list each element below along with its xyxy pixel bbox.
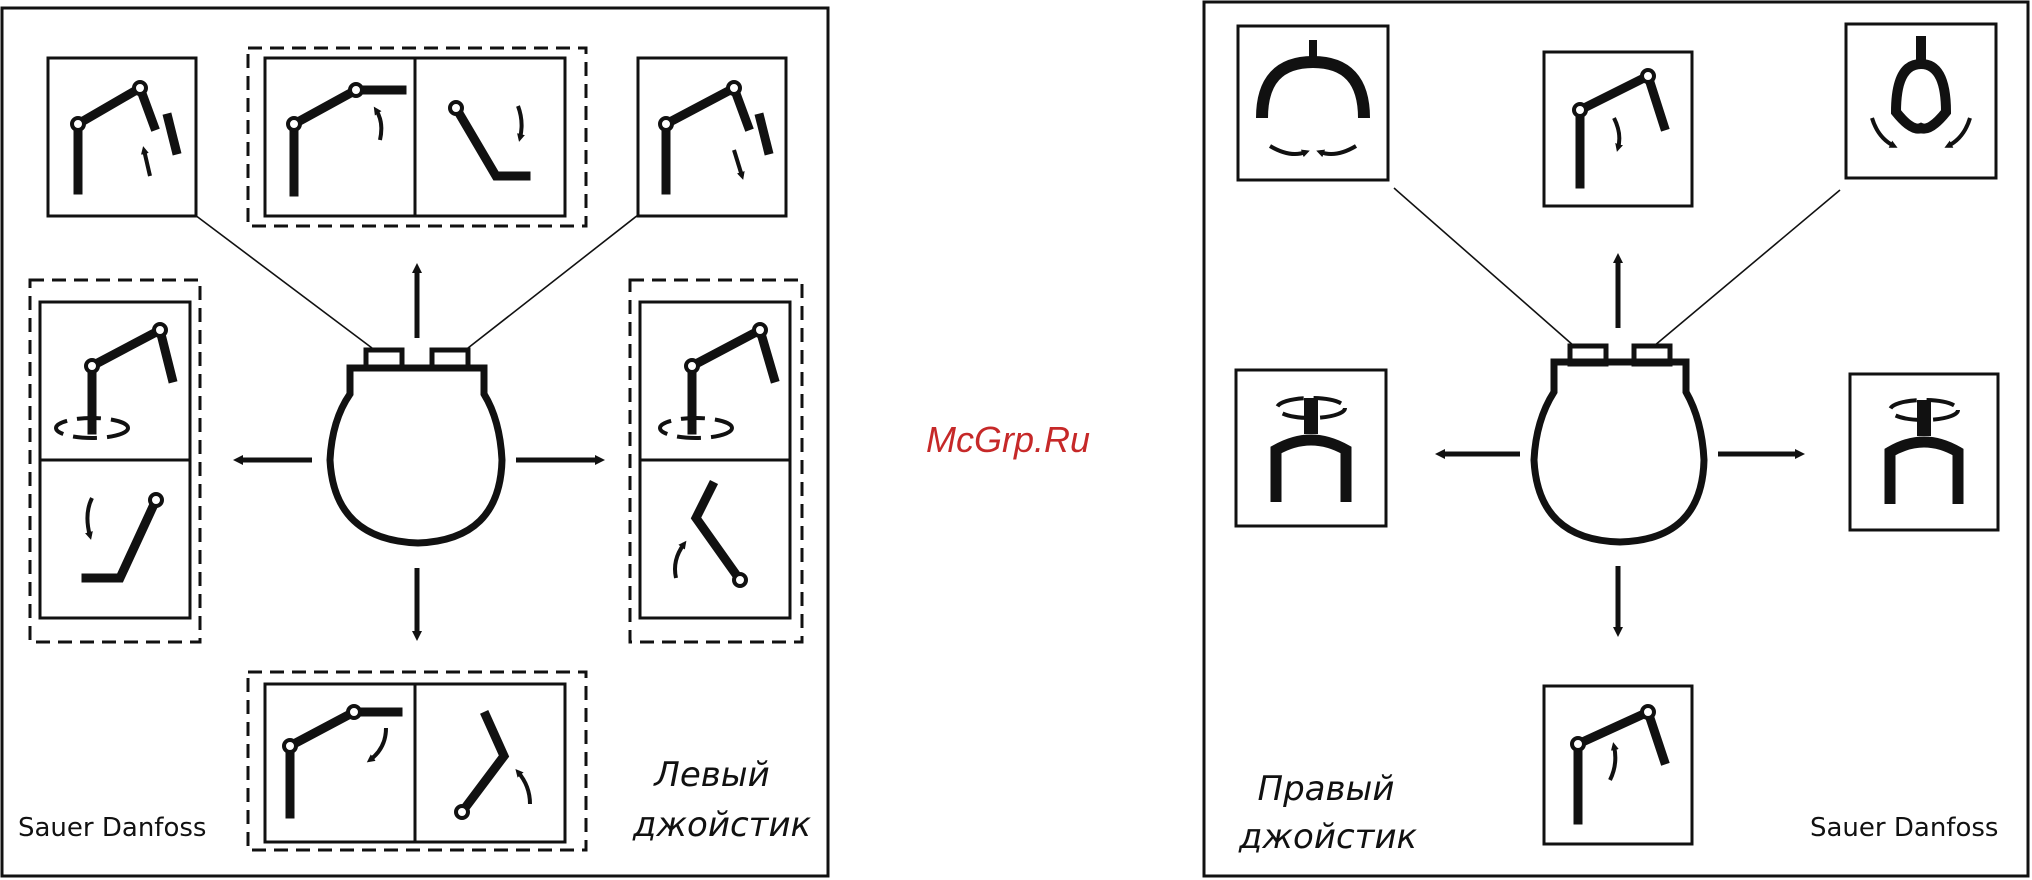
rotator-left-icon	[1236, 370, 1386, 526]
tip-in-icon	[1544, 52, 1692, 206]
rotator-right-icon	[1850, 374, 1998, 530]
boom-arm-top-group	[248, 48, 586, 226]
right-brand-label: Sauer Danfoss	[1810, 813, 1998, 843]
right-title-line1: Правый	[1258, 769, 1395, 809]
watermark-text: McGrp.Ru	[926, 419, 1090, 460]
grapple-open-icon	[1238, 26, 1388, 180]
arm-raise-icon	[462, 716, 504, 812]
left-title-line1: Левый	[652, 755, 769, 795]
right-direction-arrows	[1440, 258, 1800, 632]
arm-extend-icon	[696, 486, 740, 580]
right-joystick-icon	[1534, 346, 1704, 542]
connector-line	[195, 215, 372, 348]
left-title-line2: джойстик	[632, 805, 812, 845]
slew-left-group	[30, 280, 200, 642]
connector-line	[468, 215, 638, 348]
connector-line	[1394, 188, 1574, 346]
connector-line	[1654, 190, 1840, 346]
tip-out-icon	[1544, 686, 1692, 844]
slew-left-icon	[92, 330, 172, 430]
left-brand-label: Sauer Danfoss	[18, 813, 206, 843]
slew-right-icon	[692, 330, 774, 430]
left-direction-arrows	[238, 268, 600, 636]
left-joystick-panel: Sauer Danfoss Левый джойстик	[2, 8, 828, 876]
left-joystick-icon	[330, 350, 502, 543]
arm-lower-icon	[456, 108, 526, 176]
right-joystick-panel: Правый джойстик Sauer Danfoss	[1204, 2, 2028, 876]
boom-up-arm-icon	[48, 58, 196, 216]
grapple-close-icon	[1846, 24, 1996, 178]
right-title-line2: джойстик	[1238, 817, 1418, 857]
arm-fold-icon	[86, 500, 156, 578]
boom-arm-down-icon	[638, 58, 786, 216]
boom-raise-icon	[294, 90, 402, 192]
slew-right-group	[630, 280, 802, 642]
boom-arm-bottom-group	[248, 672, 586, 850]
boom-lower-icon	[290, 712, 398, 814]
